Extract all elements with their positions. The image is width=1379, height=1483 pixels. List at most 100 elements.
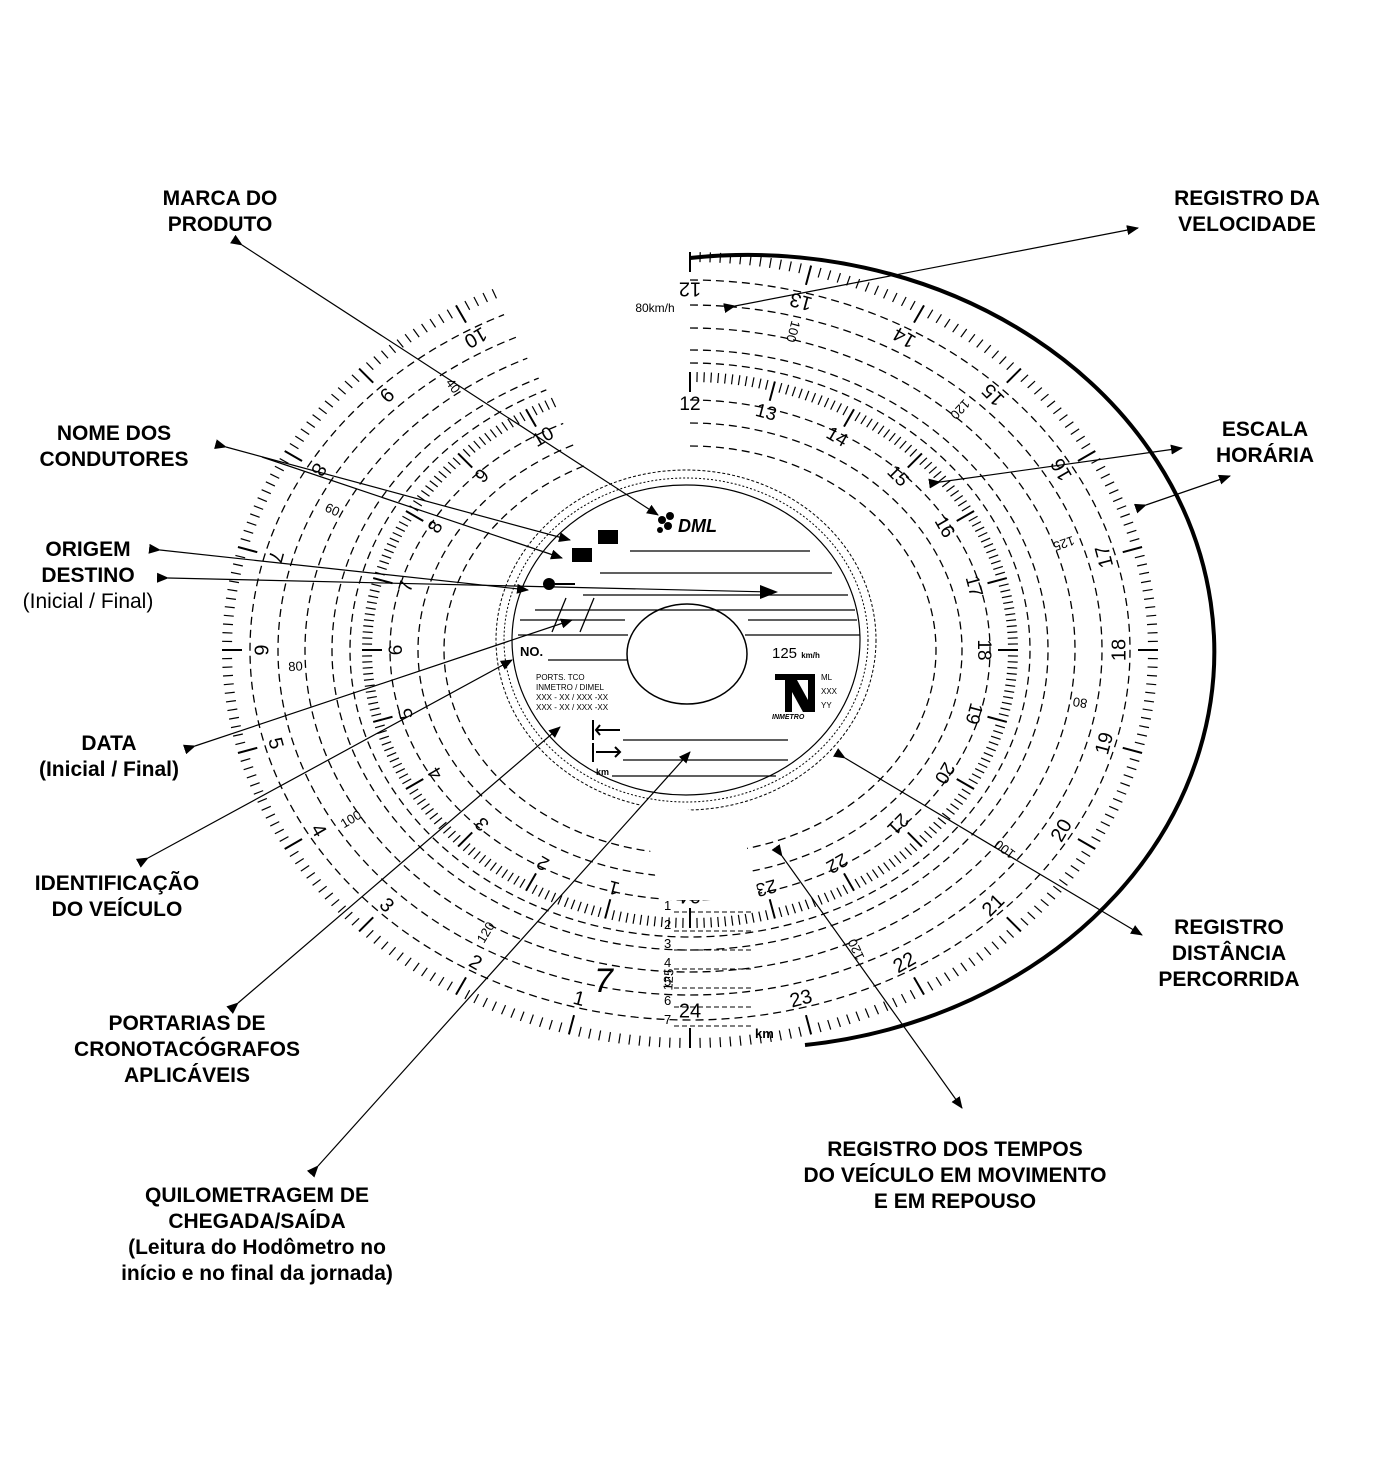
outer-tick <box>1081 850 1091 857</box>
inner-tick <box>995 724 1006 729</box>
outer-tick <box>1142 708 1153 712</box>
outer-tick <box>608 1032 612 1043</box>
digit-seven: 7 <box>594 962 614 1000</box>
outer-hour-label: 4 <box>306 820 331 841</box>
outer-tick <box>900 296 907 307</box>
outer-tick <box>1070 428 1080 435</box>
odometer-row-number: 6 <box>664 993 671 1008</box>
outer-tick <box>1077 450 1096 462</box>
outer-tick <box>373 935 382 944</box>
outer-tick <box>1077 838 1096 850</box>
inner-tick <box>988 741 999 746</box>
outer-tick <box>438 314 445 324</box>
inner-tick <box>933 470 942 479</box>
outer-tick <box>289 443 299 450</box>
outer-tick <box>1142 588 1153 592</box>
outer-tick <box>373 356 382 365</box>
arrow-tempos <box>771 844 963 1109</box>
inner-tick <box>507 872 514 882</box>
inner-tick <box>433 475 443 483</box>
outer-hour-label: 1 <box>571 987 587 1011</box>
outer-tick <box>1020 374 1029 383</box>
inner-tick <box>971 521 982 527</box>
outer-tick <box>855 278 861 289</box>
inner-tick <box>501 421 509 431</box>
outer-tick <box>284 450 303 462</box>
outer-tick <box>324 400 334 408</box>
inner-tick <box>1001 701 1012 705</box>
outer-tick <box>455 304 467 324</box>
inner-tick <box>778 907 783 918</box>
odometer-row-number: 3 <box>664 936 671 951</box>
outer-tick <box>265 481 276 487</box>
outer-tick <box>1081 443 1091 450</box>
outer-tick <box>759 256 762 267</box>
inner-tick <box>452 457 461 466</box>
inner-tick <box>977 762 988 769</box>
inner-tick <box>730 374 734 385</box>
inner-tick <box>368 701 379 705</box>
inner-hour-label: 22 <box>822 848 851 877</box>
outer-tick <box>1146 614 1157 617</box>
inner-tick <box>392 762 403 769</box>
inner-tick <box>717 373 720 384</box>
outer-tick <box>729 1036 732 1047</box>
outer-hour-label: 3 <box>375 894 398 917</box>
outer-tick <box>227 588 238 592</box>
outer-tick <box>739 1035 742 1046</box>
inner-tick <box>402 515 412 522</box>
outer-tick <box>1134 741 1145 746</box>
inner-tick <box>395 526 406 533</box>
origin-icon <box>543 578 555 590</box>
outer-tick <box>223 683 234 686</box>
outer-tick <box>429 972 437 982</box>
inner-tick <box>877 865 885 875</box>
inner-tick <box>1000 707 1011 711</box>
outer-tick <box>864 282 870 292</box>
outer-tick <box>250 782 260 787</box>
outer-tick <box>943 972 951 982</box>
outer-tick <box>1006 362 1015 371</box>
inner-tick <box>823 397 830 408</box>
inner-tick <box>843 408 855 428</box>
inner-tick <box>639 914 643 925</box>
inner-tick <box>937 817 947 825</box>
speed-ring <box>443 445 937 855</box>
inner-tick <box>830 400 836 410</box>
outer-tick <box>404 333 412 343</box>
inmetro-mark <box>785 680 815 712</box>
outer-tick <box>1134 554 1145 559</box>
inner-tick <box>899 851 907 860</box>
departure-icon <box>592 743 622 762</box>
inner-tick <box>986 746 996 752</box>
inner-tick <box>1005 684 1016 687</box>
inner-tick <box>758 378 762 389</box>
driver-icon-2 <box>572 548 592 562</box>
outer-tick <box>1129 538 1140 543</box>
outer-tick <box>232 563 243 567</box>
inner-tick <box>402 778 412 785</box>
inner-tick <box>1004 607 1015 610</box>
inner-tick <box>710 372 713 383</box>
inner-tick <box>377 565 387 570</box>
inner-tick <box>632 913 636 924</box>
outer-tick <box>284 838 303 850</box>
speed-label: 80 <box>288 658 303 674</box>
outer-tick <box>300 865 310 872</box>
speed-label: 125 <box>1051 533 1076 554</box>
outer-tick <box>1145 606 1156 609</box>
outer-tick <box>983 344 992 354</box>
outer-tick <box>846 1014 851 1025</box>
outer-tick <box>294 857 305 865</box>
inner-tick <box>513 875 520 885</box>
outer-tick <box>225 700 236 703</box>
inner-tick <box>871 421 879 431</box>
brand-name: DML <box>678 516 717 536</box>
outer-tick <box>827 1019 832 1030</box>
outer-tick <box>1040 898 1049 907</box>
inner-tick <box>854 878 861 888</box>
